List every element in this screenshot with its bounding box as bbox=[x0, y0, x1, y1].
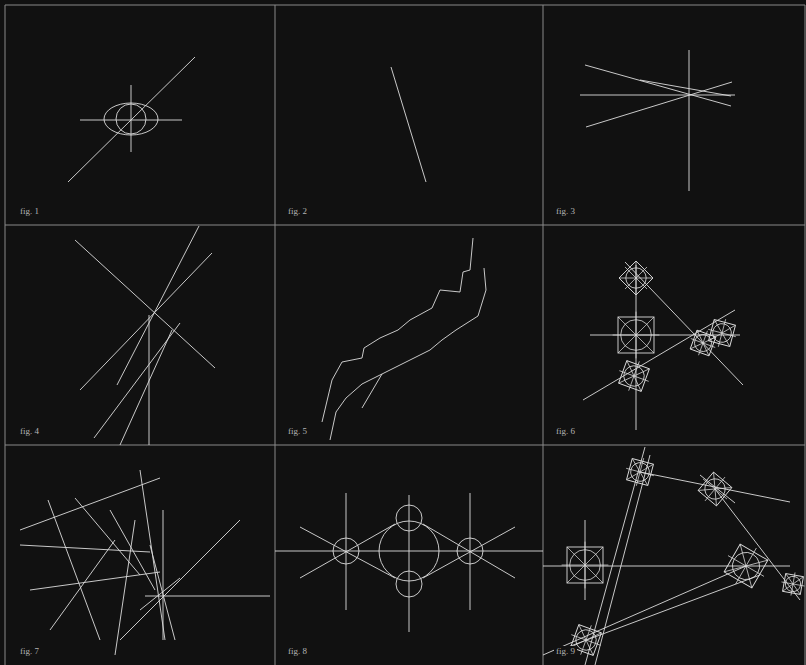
figure-line bbox=[140, 578, 180, 610]
jagged-outline bbox=[330, 268, 486, 440]
figure-line bbox=[391, 67, 426, 182]
figure-caption: fig. 3 bbox=[554, 206, 577, 217]
figure-line bbox=[75, 240, 215, 368]
figure-caption: fig. 8 bbox=[286, 646, 309, 657]
figure-line bbox=[409, 495, 410, 632]
figure-line bbox=[68, 57, 195, 182]
figure-ring bbox=[333, 538, 359, 564]
figure-line bbox=[30, 572, 160, 590]
figure-line bbox=[580, 95, 735, 96]
figure-line bbox=[110, 510, 155, 590]
square-symbol bbox=[693, 467, 737, 511]
symbol-cross bbox=[562, 542, 609, 589]
square-symbol bbox=[562, 542, 609, 589]
grid-lines bbox=[5, 5, 805, 665]
square-symbol bbox=[614, 256, 658, 300]
square-symbol bbox=[613, 312, 660, 359]
grid-line bbox=[5, 5, 805, 6]
grid-line bbox=[5, 5, 6, 665]
figure-caption: fig. 5 bbox=[286, 426, 309, 437]
figure-caption: fig. 7 bbox=[18, 646, 41, 657]
figure-line bbox=[689, 50, 690, 191]
figure-line bbox=[50, 540, 115, 630]
figure-line bbox=[75, 498, 140, 575]
figure-line bbox=[120, 330, 172, 445]
figure-caption: fig. 6 bbox=[554, 426, 577, 437]
figure-outlines bbox=[322, 238, 486, 440]
square-symbol bbox=[622, 454, 657, 489]
figure-ring bbox=[396, 505, 422, 531]
figure-line bbox=[715, 489, 800, 600]
symbol-cross bbox=[779, 570, 806, 597]
figure-line bbox=[560, 575, 760, 650]
figure-ring bbox=[457, 538, 483, 564]
figure-symbols bbox=[562, 256, 806, 660]
figure-line bbox=[423, 524, 515, 578]
figure-caption: fig. 4 bbox=[18, 426, 41, 437]
figure-caption: fig. 2 bbox=[286, 206, 309, 217]
figure-line bbox=[583, 310, 735, 400]
figure-caption: fig. 1 bbox=[18, 206, 41, 217]
figure-line bbox=[543, 566, 790, 567]
figure-ring bbox=[396, 571, 422, 597]
figure-rings bbox=[104, 103, 483, 597]
figure-line bbox=[80, 253, 212, 390]
symbol-cross bbox=[614, 356, 654, 396]
figure-line bbox=[131, 85, 132, 152]
figure-ring bbox=[379, 521, 439, 581]
square-symbol bbox=[704, 315, 739, 350]
figure-line bbox=[585, 65, 731, 106]
grid-line bbox=[5, 445, 805, 446]
square-symbol bbox=[779, 570, 806, 597]
figure-line bbox=[543, 566, 746, 655]
figure-line bbox=[300, 524, 395, 578]
symbol-cross bbox=[718, 538, 775, 595]
figure-line bbox=[20, 478, 160, 530]
grid-line bbox=[5, 225, 805, 226]
figure-line bbox=[586, 82, 732, 127]
figure-line bbox=[120, 520, 240, 640]
symbol-cross bbox=[613, 312, 660, 359]
square-symbol bbox=[614, 356, 654, 396]
figure-ring bbox=[116, 104, 146, 134]
jagged-outline bbox=[322, 238, 473, 422]
symbol-cross bbox=[693, 467, 737, 511]
symbol-cross bbox=[622, 454, 657, 489]
figure-line bbox=[163, 510, 164, 640]
figure-line bbox=[640, 80, 731, 96]
figure-line bbox=[48, 500, 100, 640]
symbol-cross bbox=[704, 315, 739, 350]
figure-caption: fig. 9 bbox=[554, 646, 577, 657]
figure-ring bbox=[104, 103, 158, 135]
grid-line bbox=[275, 5, 276, 665]
symbol-cross bbox=[614, 256, 658, 300]
figure-lines bbox=[20, 50, 800, 665]
grid-line bbox=[805, 5, 806, 665]
square-symbol bbox=[718, 538, 775, 595]
